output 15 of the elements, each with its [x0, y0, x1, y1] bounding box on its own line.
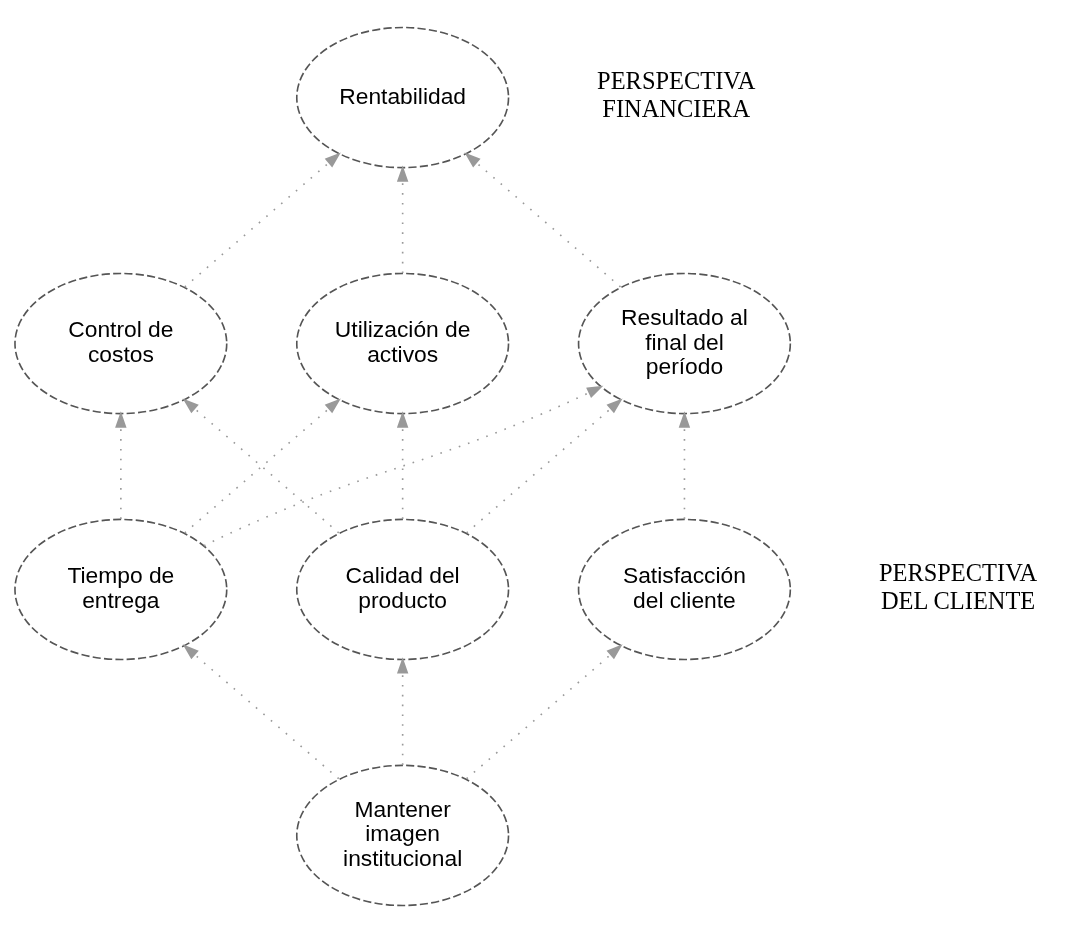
label: PERSPECTIVA DEL CLIENTE	[878, 558, 1038, 614]
node-ellipse: Calidad del producto	[295, 518, 510, 660]
arrow	[115, 410, 127, 520]
arrow	[184, 151, 341, 288]
label: PERSPECTIVA FINANCIERA	[597, 66, 756, 122]
arrow	[464, 151, 622, 288]
arrow	[182, 643, 340, 780]
node-ellipse: Mantener imagen institucional	[295, 764, 510, 906]
arrow	[396, 410, 409, 520]
arrow	[678, 410, 691, 520]
arrow	[465, 397, 623, 534]
arrow	[203, 385, 604, 546]
arrow	[396, 164, 409, 274]
arrow	[465, 643, 623, 780]
arrow	[396, 656, 409, 766]
